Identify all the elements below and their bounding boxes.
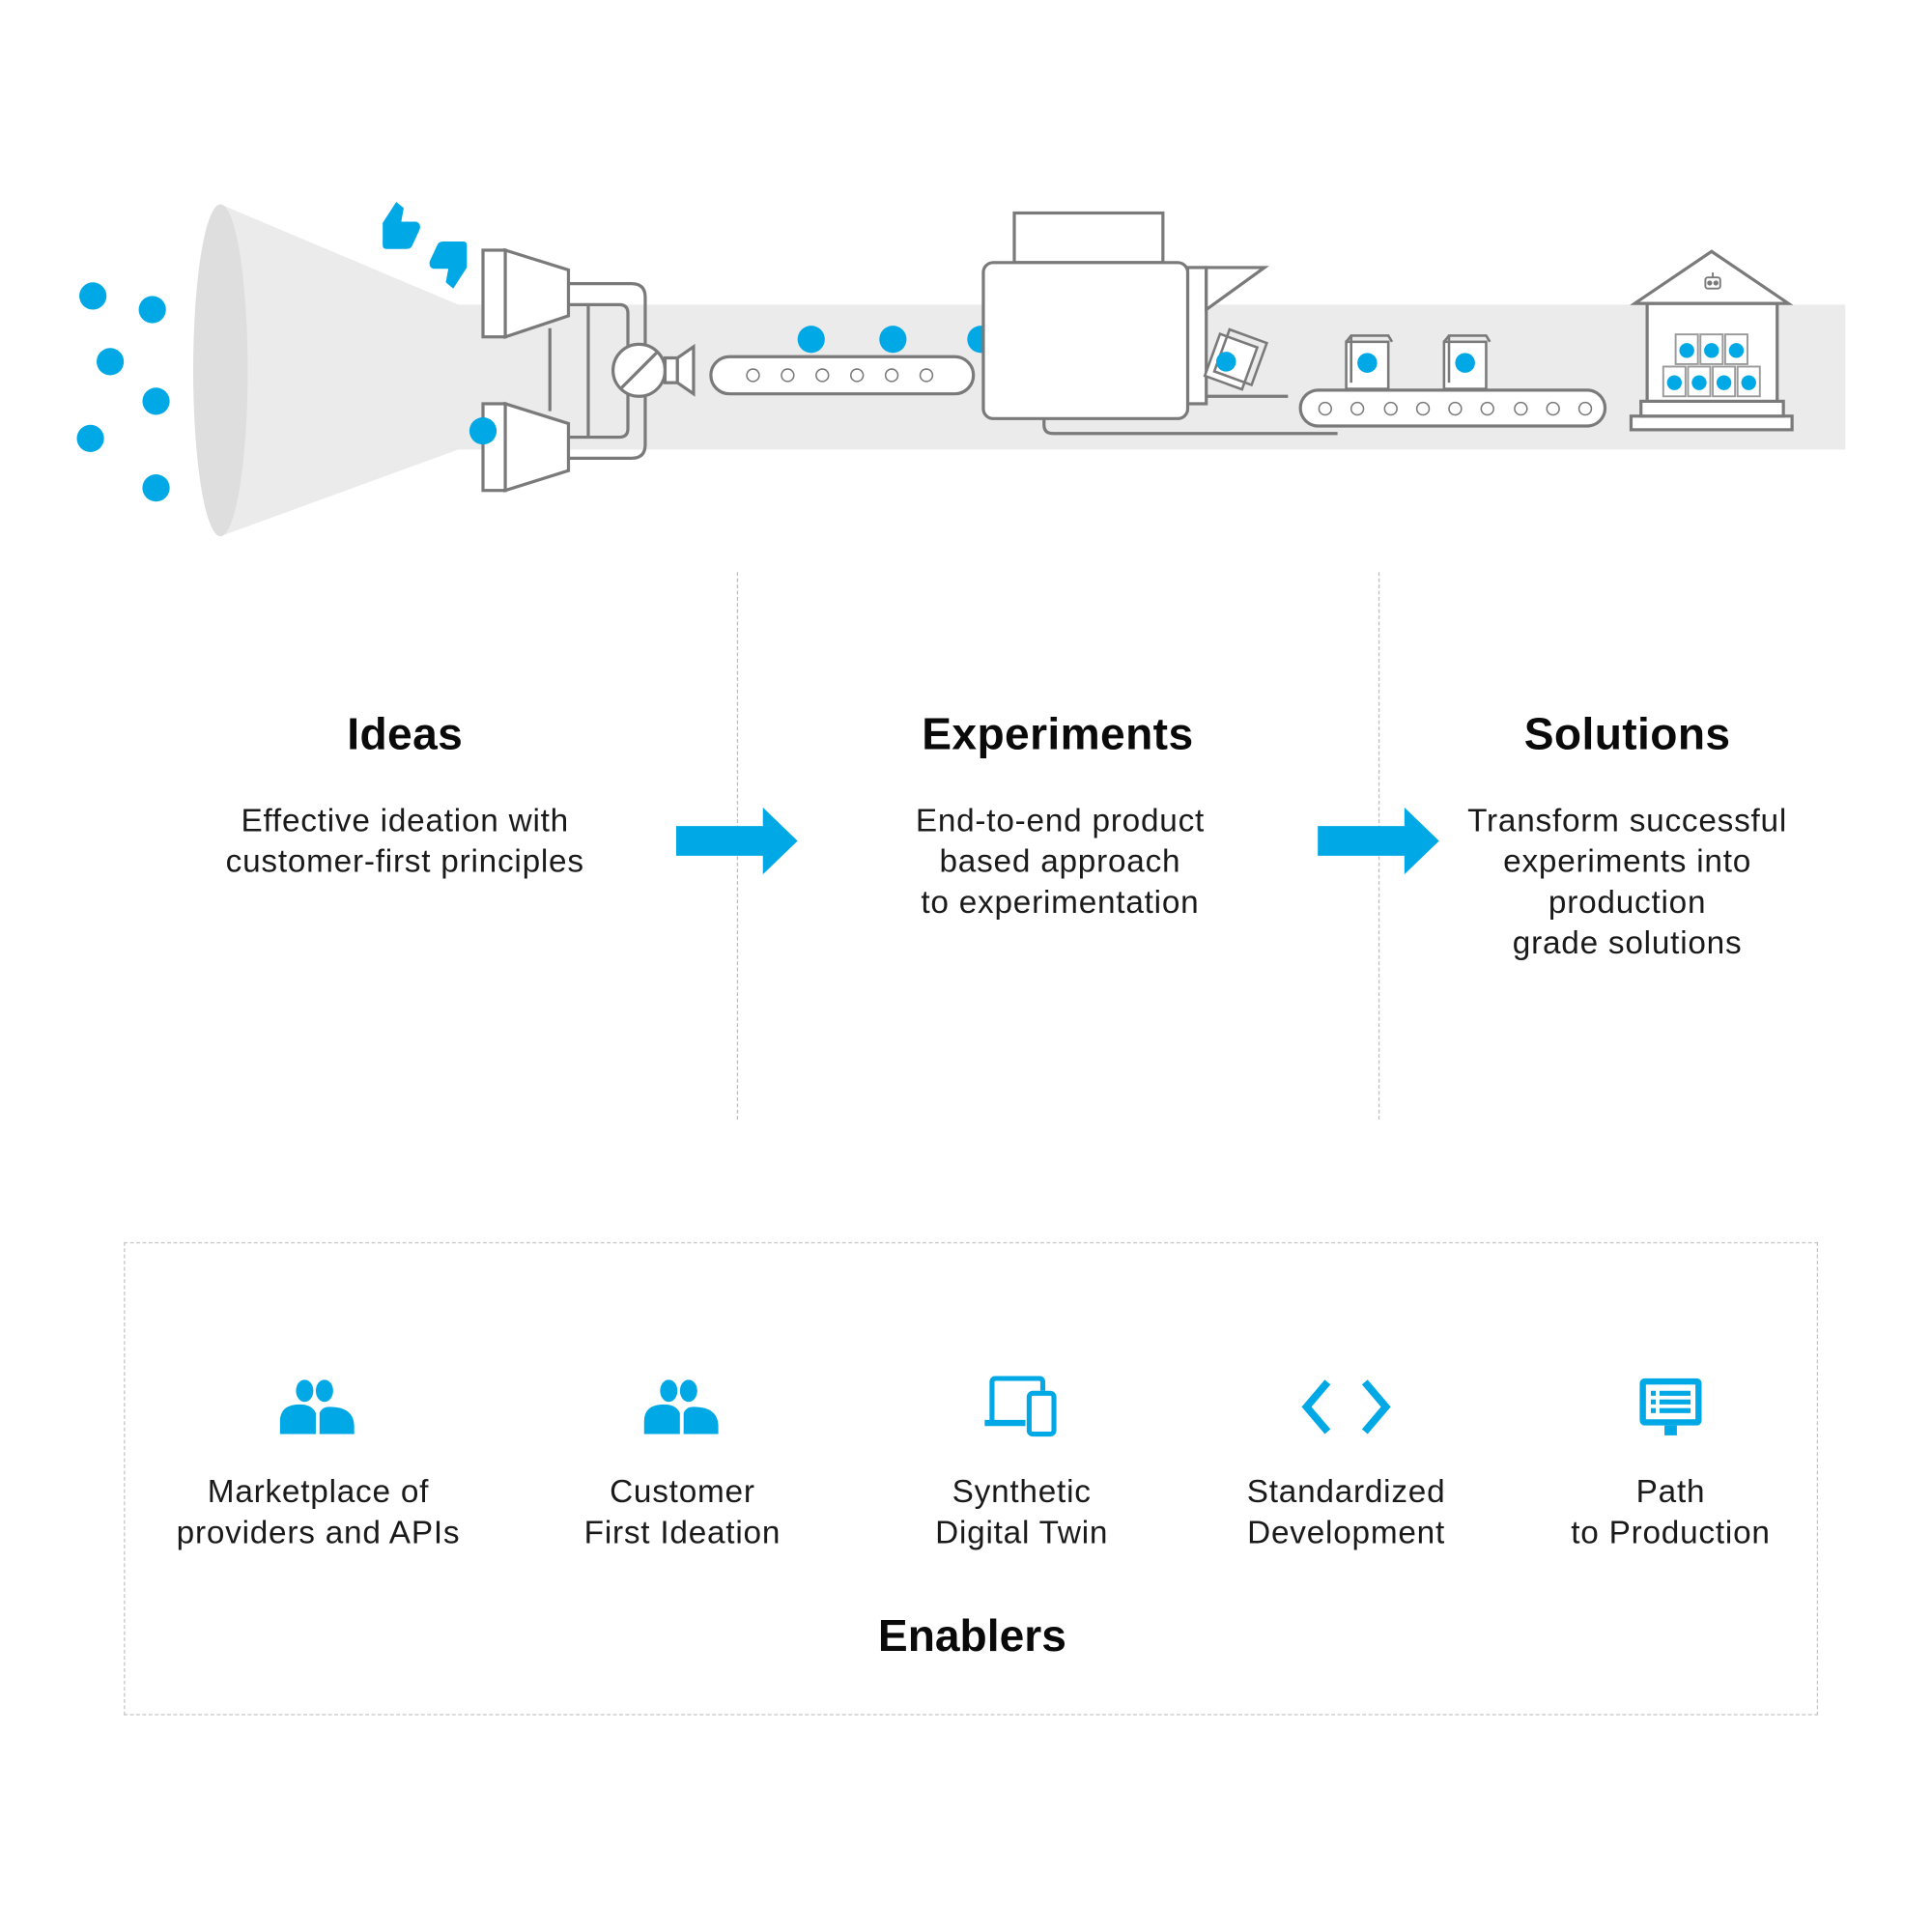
idea-dot	[1215, 352, 1236, 372]
thumbs-down-icon	[429, 241, 468, 289]
devices-icon	[836, 1370, 1208, 1444]
enabler-label: Synthetic Digital Twin	[935, 1472, 1109, 1551]
conveyor-belt-2	[1298, 388, 1607, 428]
sorting-valve	[481, 247, 696, 493]
enabler-label: Marketplace of providers and APIs	[176, 1472, 461, 1551]
idea-dot	[797, 326, 825, 354]
people-icon	[497, 1370, 868, 1444]
warehouse-dots	[1666, 343, 1756, 390]
stage-desc-ideas: Effective ideation with customer-first p…	[225, 801, 584, 880]
stage-desc-solutions: Transform successful experiments into pr…	[1467, 801, 1788, 961]
people-icon	[132, 1370, 504, 1444]
robot-icon	[1704, 272, 1721, 290]
idea-dot	[96, 348, 125, 376]
stage-title-solutions: Solutions	[1523, 708, 1731, 759]
idea-dot	[469, 417, 497, 445]
funnel-mouth	[192, 204, 248, 537]
stage-title-experiments: Experiments	[922, 708, 1194, 759]
idea-dot	[879, 326, 907, 354]
idea-dot	[142, 387, 170, 415]
stage-title-ideas: Ideas	[347, 708, 464, 759]
conveyor-belt-1	[709, 355, 976, 396]
enabler-marketplace: Marketplace of providers and APIs	[132, 1370, 504, 1553]
enablers-panel	[124, 1241, 1819, 1716]
enabler-label: Path to Production	[1571, 1472, 1771, 1551]
idea-dot	[142, 474, 170, 502]
idea-dot	[79, 282, 107, 310]
code-icon	[1160, 1370, 1532, 1444]
idea-dots	[76, 282, 170, 502]
cube-package	[1345, 334, 1394, 390]
funnel-cone	[220, 204, 459, 537]
arrow-right-icon	[1318, 807, 1439, 875]
cube-package	[1442, 334, 1492, 390]
stage-desc-experiments: End-to-end product based approach to exp…	[915, 801, 1206, 921]
enabler-digital-twin: Synthetic Digital Twin	[836, 1370, 1208, 1553]
enabler-label: Customer First Ideation	[583, 1472, 781, 1551]
enabler-customer-first: Customer First Ideation	[497, 1370, 868, 1553]
pipeline-illustration	[76, 201, 1846, 537]
enabler-label: Standardized Development	[1246, 1472, 1446, 1551]
experiment-machine	[981, 211, 1338, 436]
enabler-standardized-dev: Standardized Development	[1160, 1370, 1532, 1553]
idea-dot	[76, 424, 104, 452]
monitor-list-icon	[1485, 1370, 1857, 1444]
idea-dot	[1455, 353, 1475, 373]
idea-dot	[1357, 353, 1378, 373]
thumbs-up-icon	[383, 201, 420, 249]
enabler-path-to-production: Path to Production	[1485, 1370, 1857, 1553]
idea-dot	[138, 296, 166, 324]
arrow-right-icon	[675, 807, 798, 875]
enablers-title: Enablers	[877, 1609, 1066, 1662]
